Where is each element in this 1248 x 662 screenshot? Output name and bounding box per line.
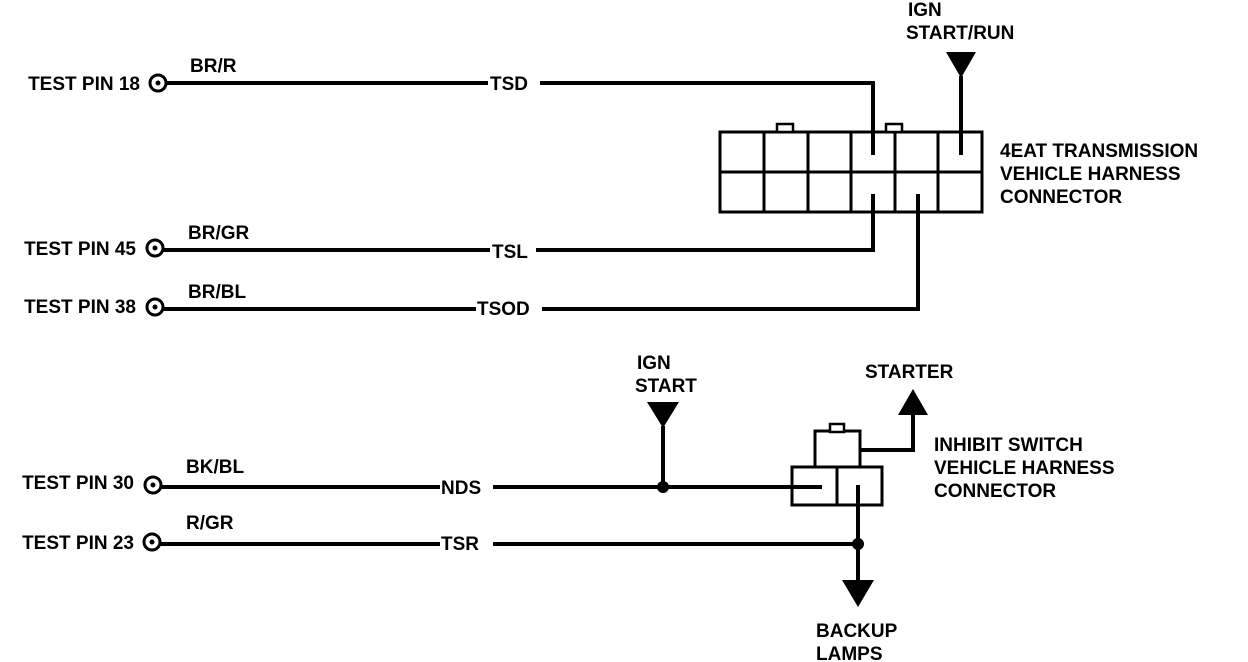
inhibit-label-line1: INHIBIT SWITCH: [934, 435, 1083, 456]
transmission-connector: [718, 122, 984, 214]
transmission-label-line1: 4EAT TRANSMISSION: [1000, 141, 1198, 162]
test-pin-30-row: TEST PIN 30 BK/BL NDS: [22, 457, 822, 499]
wire-color-label: BR/R: [190, 56, 237, 77]
transmission-label-line2: VEHICLE HARNESS: [1000, 164, 1181, 185]
wire-color-label: BR/GR: [188, 223, 250, 244]
backup-lamps-arrow-icon: [842, 580, 874, 607]
test-pin-label: TEST PIN 23: [22, 533, 134, 554]
ign-start-arrow-icon: [647, 402, 679, 428]
tsod-wire: [163, 194, 920, 311]
signal-label: NDS: [441, 478, 481, 499]
wire-color-label: R/GR: [186, 513, 234, 534]
splice-dot: [852, 538, 864, 550]
tsl-wire: [163, 194, 875, 252]
test-pin-45-row: TEST PIN 45 BR/GR TSL: [24, 194, 875, 263]
ign-start: IGN START: [635, 353, 697, 487]
ign-start-line1: IGN: [637, 353, 671, 374]
splice-dot: [657, 481, 669, 493]
test-pin-label: TEST PIN 30: [22, 473, 134, 494]
transmission-connector-label: 4EAT TRANSMISSION VEHICLE HARNESS CONNEC…: [1000, 141, 1198, 208]
starter-arrow-icon: [898, 389, 928, 415]
signal-label: TSD: [490, 74, 528, 95]
ign-start-line2: START: [635, 376, 697, 397]
wire-color-label: BR/BL: [188, 282, 246, 303]
test-pin-38-row: TEST PIN 38 BR/BL TSOD: [24, 194, 920, 320]
transmission-label-line3: CONNECTOR: [1000, 187, 1122, 208]
ign-start-run-arrow-icon: [946, 52, 976, 78]
ign-start-run: IGN START/RUN: [906, 0, 1014, 155]
backup-lamps: BACKUP LAMPS: [816, 485, 898, 662]
inhibit-switch-label: INHIBIT SWITCH VEHICLE HARNESS CONNECTOR: [934, 435, 1115, 502]
inhibit-label-line3: CONNECTOR: [934, 481, 1056, 502]
inhibit-switch-connector: [790, 422, 884, 507]
test-pin-23-row: TEST PIN 23 R/GR TSR: [22, 513, 858, 555]
wire-color-label: BK/BL: [186, 457, 244, 478]
tsd-wire: [166, 81, 875, 155]
backup-lamps-line2: LAMPS: [816, 644, 883, 662]
signal-label: TSOD: [477, 299, 530, 320]
inhibit-label-line2: VEHICLE HARNESS: [934, 458, 1115, 479]
ign-start-run-line2: START/RUN: [906, 23, 1014, 44]
starter-label: STARTER: [865, 362, 954, 383]
test-pin-label: TEST PIN 38: [24, 297, 136, 318]
starter: STARTER: [842, 362, 954, 452]
backup-lamps-line1: BACKUP: [816, 621, 898, 642]
signal-label: TSR: [441, 534, 479, 555]
test-pin-18-row: TEST PIN 18 BR/R TSD: [28, 56, 875, 155]
test-pin-label: TEST PIN 45: [24, 239, 136, 260]
test-pin-label: TEST PIN 18: [28, 74, 140, 95]
signal-label: TSL: [492, 242, 528, 263]
ign-start-run-line1: IGN: [908, 0, 942, 21]
